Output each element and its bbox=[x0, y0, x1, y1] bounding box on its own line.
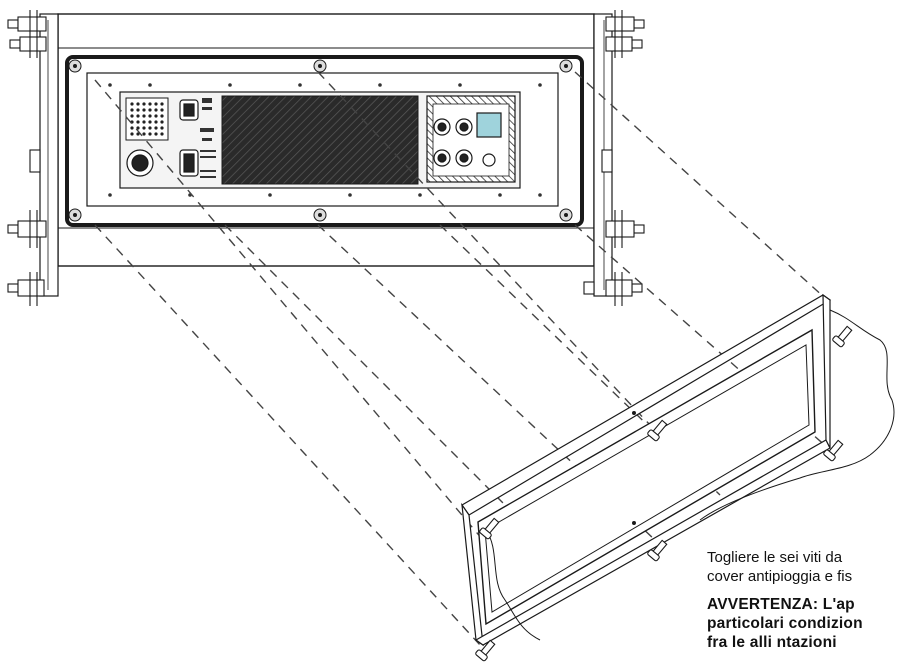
rigging-pin-icon bbox=[7, 10, 47, 58]
screw-icon bbox=[479, 517, 500, 540]
instruction-line: Togliere le sei viti da bbox=[707, 549, 843, 566]
screw-icon bbox=[832, 325, 853, 348]
lcd-display bbox=[476, 112, 502, 138]
instruction-caption: Togliere le sei viti da cover antipioggi… bbox=[707, 548, 904, 652]
alignment-guides bbox=[94, 71, 829, 646]
rigging-pins-left bbox=[7, 10, 47, 306]
rigging-pin-icon bbox=[605, 10, 645, 58]
warning-line: particolari condizion bbox=[707, 615, 863, 632]
rotary-encoder-icon bbox=[482, 153, 496, 167]
rigging-pin-icon bbox=[7, 272, 45, 306]
rigging-pin-icon bbox=[605, 210, 645, 248]
warning-line: fra le alli ntazioni bbox=[707, 634, 837, 651]
screw-icon bbox=[823, 439, 844, 462]
screw-icon bbox=[647, 539, 668, 562]
rigging-pins-right bbox=[583, 10, 645, 306]
cover-screws bbox=[475, 325, 853, 662]
heatsink bbox=[221, 95, 419, 185]
warning-line: AVVERTENZA: L'ap bbox=[707, 596, 855, 613]
rain-cover bbox=[461, 293, 895, 647]
rigging-pin-icon bbox=[7, 210, 47, 248]
amplifier-panel bbox=[119, 91, 521, 189]
panel-screws bbox=[108, 83, 542, 197]
rigging-pin-icon bbox=[605, 272, 643, 306]
instruction-line: cover antipioggia e fis bbox=[707, 568, 853, 585]
screw-icon bbox=[475, 639, 496, 662]
screw-icon bbox=[647, 419, 668, 442]
cover-fabric bbox=[829, 309, 895, 456]
